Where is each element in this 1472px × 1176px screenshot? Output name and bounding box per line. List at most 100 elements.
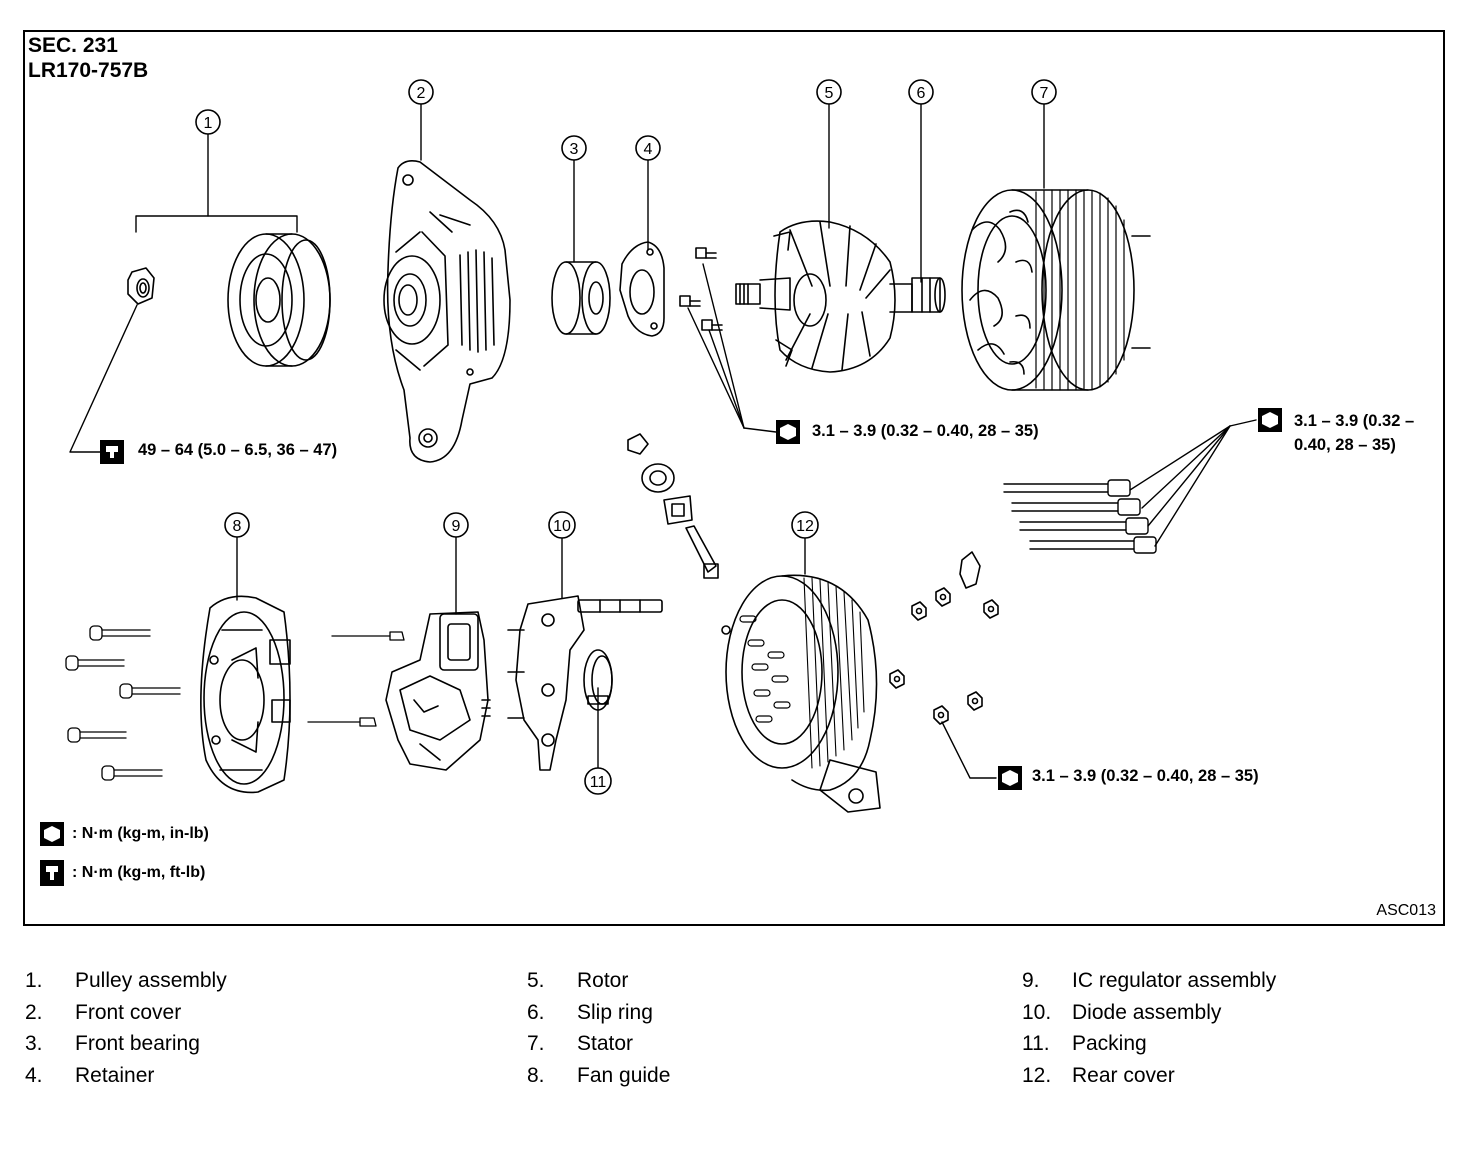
callout-circle	[561, 135, 587, 161]
part-item: 1. Pulley assembly	[25, 965, 227, 997]
front-cover	[383, 160, 511, 463]
torque-spec-retainer-screws: 3.1 – 3.9 (0.32 – 0.40, 28 – 35)	[812, 422, 1039, 440]
callout-circles	[195, 79, 1057, 795]
part-number: 3.	[25, 1032, 43, 1055]
part-name: Retainer	[75, 1063, 155, 1087]
callout-circle	[635, 135, 661, 161]
ic-regulator	[385, 611, 491, 771]
legend-icon-ft-lb	[40, 860, 64, 886]
callout-6: 6	[917, 85, 926, 102]
part-name: Diode assembly	[1072, 1000, 1222, 1024]
part-item: 7. Stator	[527, 1028, 670, 1060]
part-item: 9. IC regulator assembly	[1022, 965, 1276, 997]
torque-icon-in-lb	[776, 420, 800, 444]
part-name: Slip ring	[577, 1000, 653, 1024]
section-number: SEC. 231	[28, 34, 118, 57]
diagram-code: LR170-757B	[28, 59, 149, 82]
part-item: 11. Packing	[1022, 1028, 1276, 1060]
part-item: 3. Front bearing	[25, 1028, 227, 1060]
callout-1: 1	[204, 115, 213, 132]
rear-cover	[721, 574, 881, 813]
exploded-view-drawing: 1 2 3 4 5 6 7 8 9 10 11 12	[40, 79, 1282, 886]
callout-5: 5	[825, 85, 834, 102]
part-number: 9.	[1022, 969, 1040, 992]
callout-circle	[443, 512, 469, 538]
part-number: 4.	[25, 1063, 43, 1087]
callout-numbers: 1 2 3 4 5 6 7 8 9 10 11 12	[204, 85, 1049, 791]
torque-icon-in-lb	[1258, 408, 1282, 432]
torque-icon-in-lb	[998, 766, 1022, 790]
slip-ring	[911, 277, 946, 313]
part-number: 11.	[1022, 1032, 1050, 1055]
callout-circle	[908, 79, 934, 105]
retainer-screws	[679, 247, 723, 331]
callout-2: 2	[417, 85, 426, 102]
legend-in-lb: : N·m (kg-m, in-lb)	[72, 825, 209, 842]
part-item: 6. Slip ring	[527, 997, 670, 1029]
through-bolts	[1003, 479, 1157, 554]
legend-ft-lb: : N·m (kg-m, ft-lb)	[72, 864, 206, 881]
part-number: 12.	[1022, 1063, 1052, 1087]
pulley	[227, 233, 331, 367]
callout-11: 11	[590, 774, 607, 791]
callout-7: 7	[1040, 85, 1049, 102]
torque-spec-pulley-nut: 49 – 64 (5.0 – 6.5, 36 – 47)	[138, 441, 338, 459]
callout-circle	[548, 511, 576, 539]
callout-circle	[195, 109, 221, 135]
pulley-nut	[127, 267, 155, 305]
part-number: 8.	[527, 1063, 545, 1087]
callout-10: 10	[553, 518, 571, 535]
diode-assembly	[507, 595, 663, 771]
part-item: 10. Diode assembly	[1022, 997, 1276, 1029]
fan-guide-screws	[65, 625, 181, 781]
part-item: 8. Fan guide	[527, 1060, 670, 1092]
retainer	[619, 241, 665, 337]
part-name: IC regulator assembly	[1072, 969, 1277, 992]
figure-id: ASC013	[1376, 902, 1436, 919]
leader-lines	[69, 103, 1257, 779]
part-name: Front bearing	[75, 1032, 200, 1055]
packing	[583, 649, 613, 711]
torque-spec-through-bolts: 3.1 – 3.9 (0.32 – 0.40, 28 – 35)	[1294, 412, 1415, 454]
part-number: 5.	[527, 969, 545, 992]
part-name: Rear cover	[1072, 1063, 1175, 1087]
part-item: 4. Retainer	[25, 1060, 227, 1092]
callout-9: 9	[452, 518, 461, 535]
legend-icon-in-lb	[40, 822, 64, 846]
part-number: 6.	[527, 1000, 545, 1024]
rear-nuts	[889, 551, 999, 725]
part-item: 5. Rotor	[527, 965, 670, 997]
part-number: 7.	[527, 1032, 545, 1055]
part-name: Pulley assembly	[75, 969, 227, 992]
part-number: 10.	[1022, 1000, 1052, 1024]
fan-guide	[200, 595, 291, 794]
callout-circle	[791, 511, 819, 539]
front-bearing	[551, 261, 611, 335]
parts-list-col-1: 1. Pulley assembly 2.Front cover 3. Front …	[25, 965, 227, 1091]
part-name: Fan guide	[577, 1063, 671, 1087]
part-name: Stator	[577, 1032, 634, 1055]
rotor	[735, 220, 913, 373]
callout-circle	[224, 512, 250, 538]
torque-icon-ft-lb	[100, 440, 124, 464]
callout-8: 8	[233, 518, 242, 535]
callout-circle	[1031, 79, 1057, 105]
parts-list-col-2: 5. Rotor 6. Slip ring 7. Stator 8. Fan guide	[527, 965, 670, 1091]
rivets	[307, 631, 405, 727]
callout-12: 12	[796, 518, 814, 535]
part-name: Packing	[1072, 1032, 1147, 1055]
callout-circle	[816, 79, 842, 105]
part-name: Front cover	[75, 1000, 182, 1024]
part-item: 2.Front cover	[25, 997, 227, 1029]
part-number: 1.	[25, 969, 43, 992]
callout-circle	[584, 767, 612, 795]
part-item: 12. Rear cover	[1022, 1060, 1276, 1092]
stator	[961, 189, 1151, 391]
diagram-frame	[23, 30, 1445, 926]
terminal-parts	[627, 433, 719, 579]
parts-list-col-3: 9. IC regulator assembly 10. Diode assembl…	[1022, 965, 1276, 1091]
callout-circle	[408, 79, 434, 105]
part-name: Rotor	[577, 969, 629, 992]
torque-spec-rear-nuts: 3.1 – 3.9 (0.32 – 0.40, 28 – 35)	[1032, 767, 1259, 785]
callout-4: 4	[644, 141, 653, 158]
